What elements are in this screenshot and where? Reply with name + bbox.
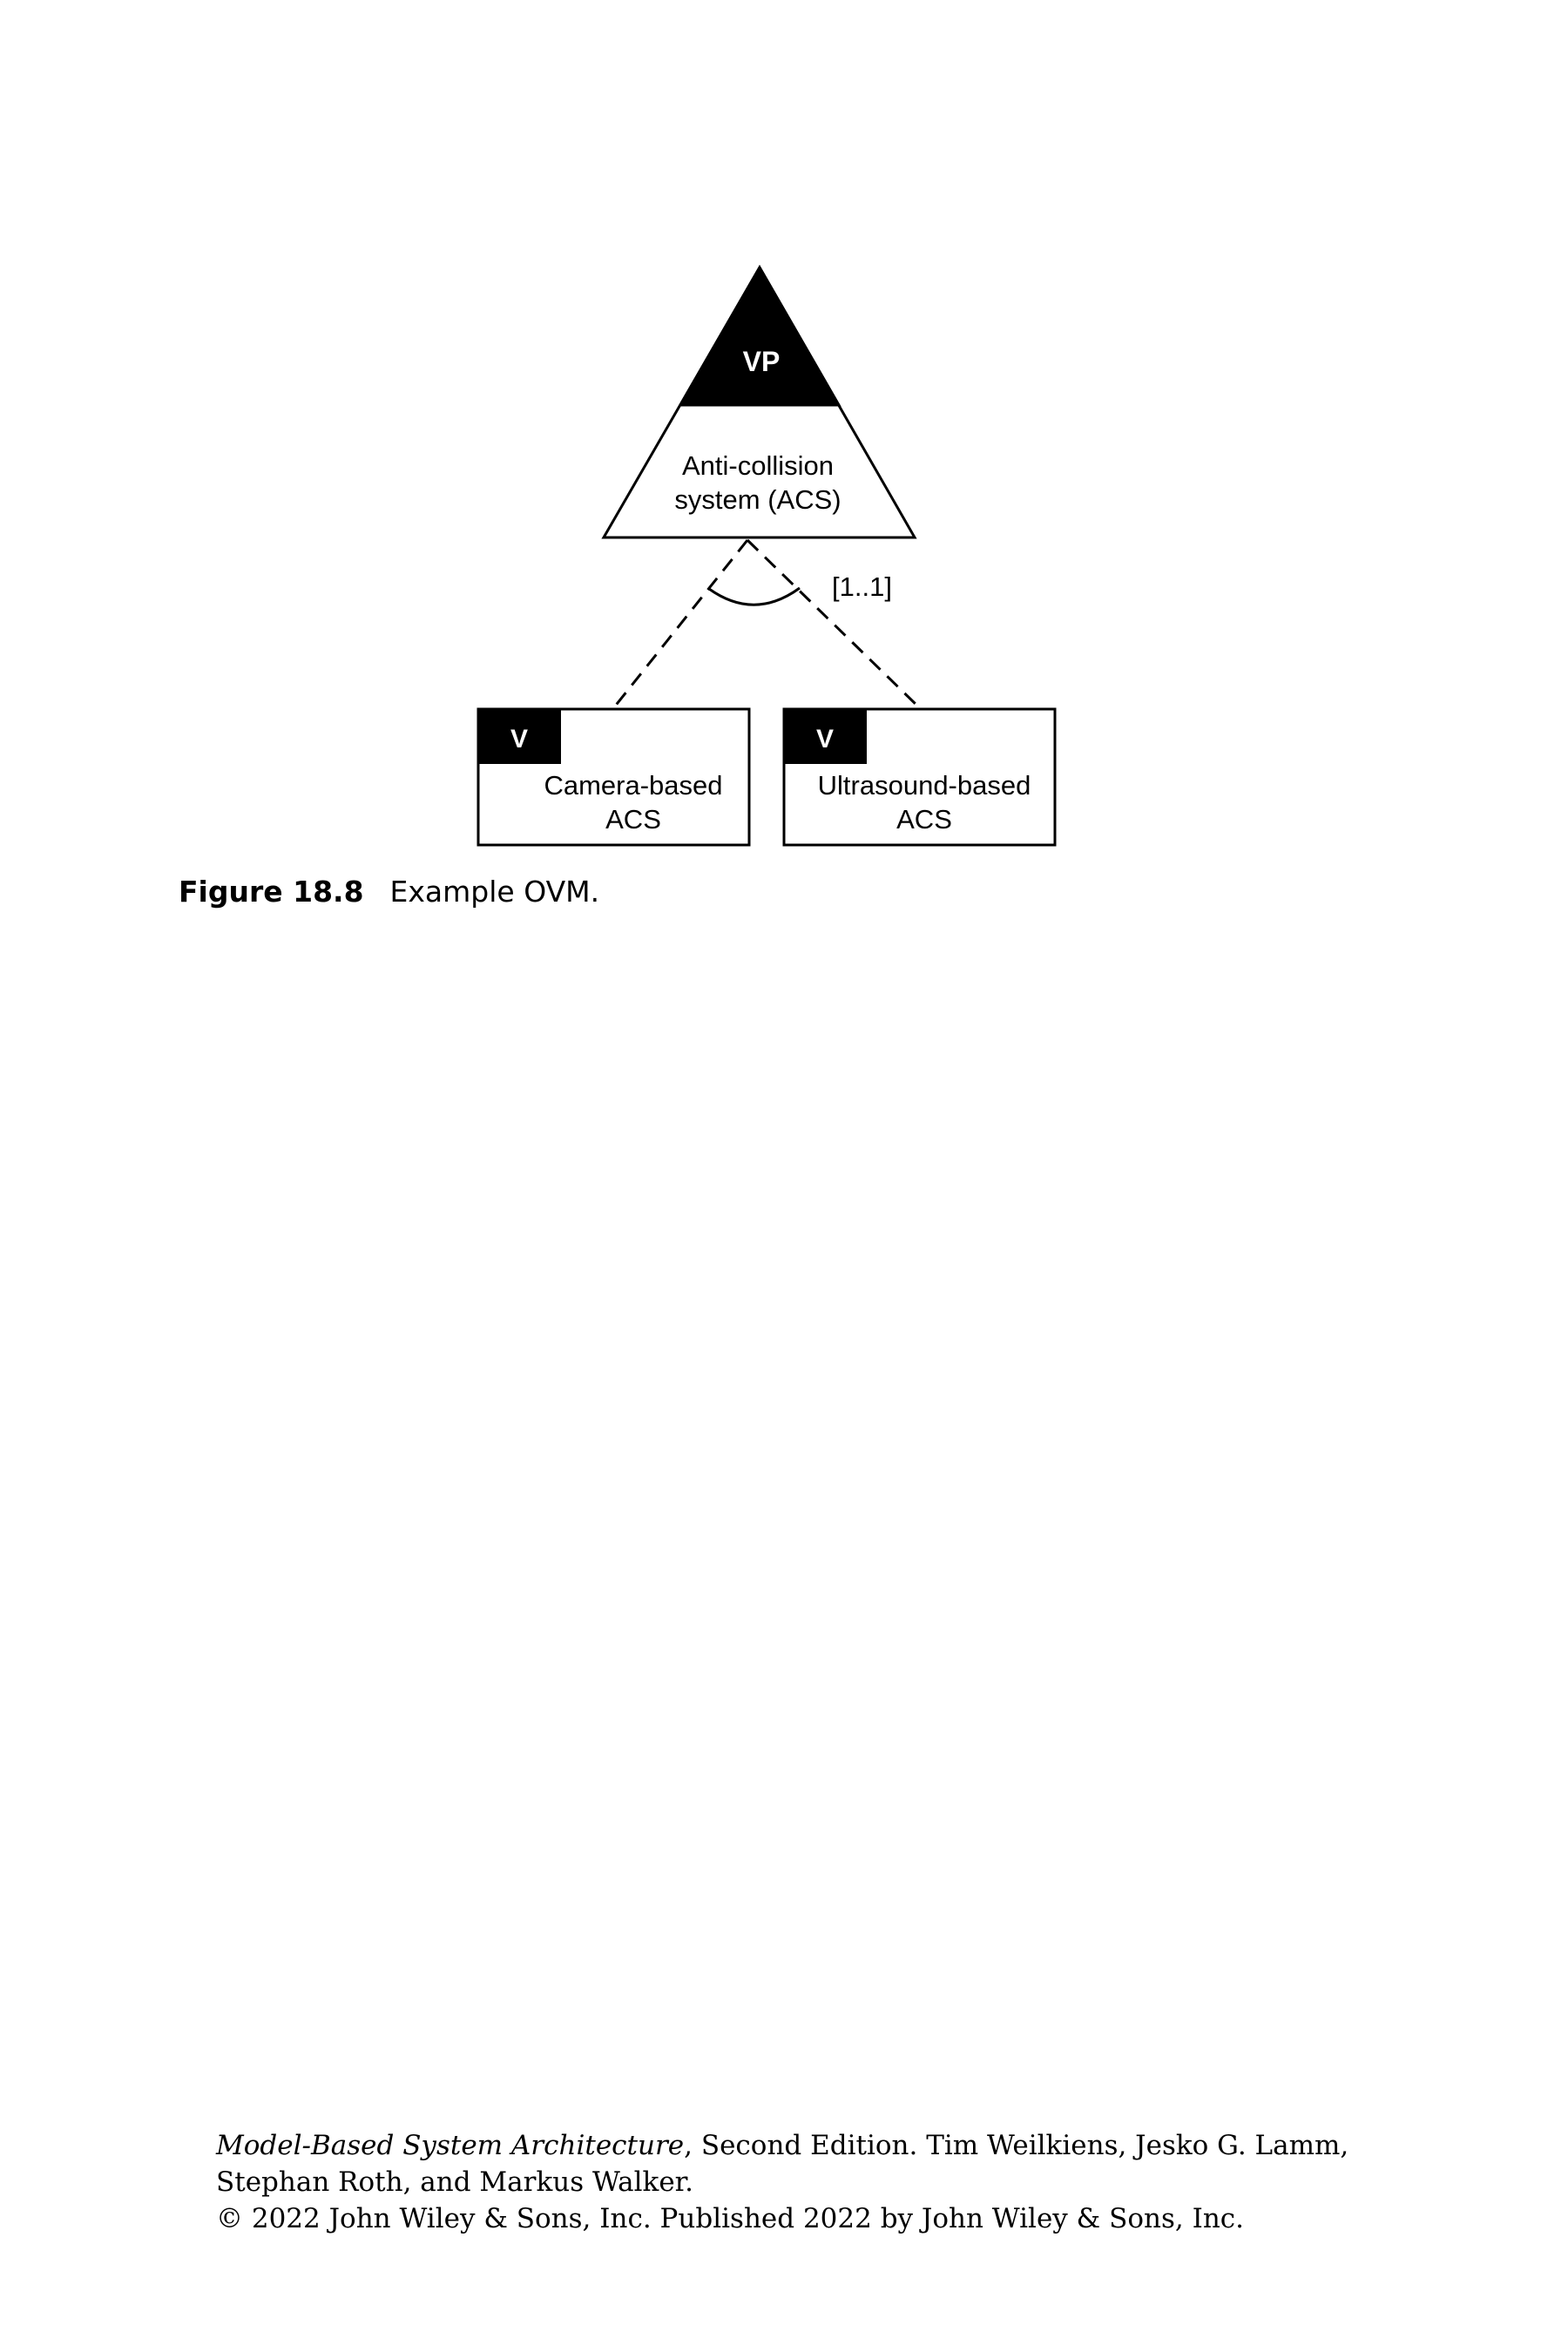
footer-line-1-rest: , Second Edition. Tim Weilkiens, Jesko G…: [684, 2130, 1349, 2161]
variant-header: [478, 709, 561, 764]
figure-caption: Figure 18.8 Example OVM.: [179, 875, 599, 909]
variant-camera-based[interactable]: V Camera-based ACS: [476, 707, 751, 847]
variant-name-line-2: ACS: [896, 804, 952, 835]
book-title: Model-Based System Architecture: [216, 2130, 685, 2161]
variant-marker: V: [816, 725, 834, 754]
figure-caption-text: Example OVM.: [389, 875, 600, 909]
variant-name-line-2: ACS: [605, 804, 661, 835]
dependency-line-right: [746, 538, 921, 709]
variation-point-name-line-1: Anti-collision: [682, 450, 834, 481]
variant-ultrasound-based[interactable]: V Ultrasound-based ACS: [782, 707, 1057, 847]
footer-line-2: Stephan Roth, and Markus Walker.: [216, 2166, 693, 2198]
variant-name-line-1: Ultrasound-based: [818, 770, 1031, 801]
variation-point-name-line-2: system (ACS): [674, 484, 841, 515]
variation-point-marker: VP: [743, 346, 781, 377]
copyright-footer: Model-Based System Architecture, Second …: [216, 2127, 1348, 2237]
figure-label: Figure 18.8: [179, 875, 364, 909]
multiplicity-label: [1..1]: [832, 571, 892, 602]
alternative-arc: [708, 586, 801, 606]
variant-marker: V: [510, 725, 528, 754]
variant-box: [782, 707, 1057, 847]
variation-point-header: [678, 264, 841, 407]
variant-name-line-1: Camera-based: [544, 770, 722, 801]
alternative-choice: [1..1]: [612, 538, 921, 709]
footer-line-3: © 2022 John Wiley & Sons, Inc. Published…: [216, 2203, 1245, 2234]
variant-header: [784, 709, 867, 764]
footer-line-1: Model-Based System Architecture, Second …: [216, 2127, 1348, 2164]
ovm-diagram: VP Anti-collision system (ACS) [1..1] V …: [476, 264, 1057, 847]
dependency-line-left: [612, 539, 749, 708]
variation-point[interactable]: VP Anti-collision system (ACS): [601, 264, 917, 539]
